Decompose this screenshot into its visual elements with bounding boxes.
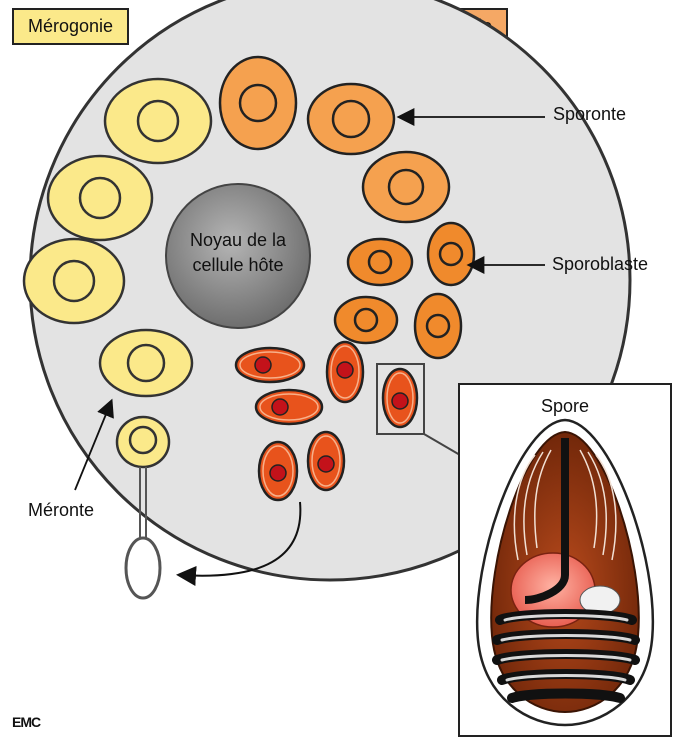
sporoblast-nucleus: [440, 243, 462, 265]
meront-nucleus: [128, 345, 164, 381]
meront-nucleus: [80, 178, 120, 218]
spore-detail-panel: Spore: [459, 384, 671, 736]
spore-small: [383, 369, 417, 427]
sporoblaste-label: Sporoblaste: [552, 254, 648, 275]
spore-small: [327, 342, 363, 402]
emc-logo: EMC: [12, 714, 40, 730]
sporont-nucleus: [333, 101, 369, 137]
spore-small: [259, 442, 297, 500]
sporoblast-nucleus: [369, 251, 391, 273]
spore-small: [308, 432, 344, 490]
sporonte-label: Sporonte: [553, 104, 626, 125]
meront-nucleus: [54, 261, 94, 301]
sporont-nucleus: [389, 170, 423, 204]
sporoblast-nucleus: [427, 315, 449, 337]
spore-title: Spore: [541, 396, 589, 416]
meronte-label: Méronte: [28, 500, 94, 521]
spore-small: [256, 390, 322, 424]
host-nucleus-label-line2: cellule hôte: [192, 255, 283, 275]
spore-small: [236, 348, 304, 382]
sporont-nucleus: [240, 85, 276, 121]
meront-nucleus: [130, 427, 156, 453]
sporoblast-nucleus: [355, 309, 377, 331]
host-nucleus-label-line1: Noyau de la: [190, 230, 287, 250]
meront-nucleus: [138, 101, 178, 141]
